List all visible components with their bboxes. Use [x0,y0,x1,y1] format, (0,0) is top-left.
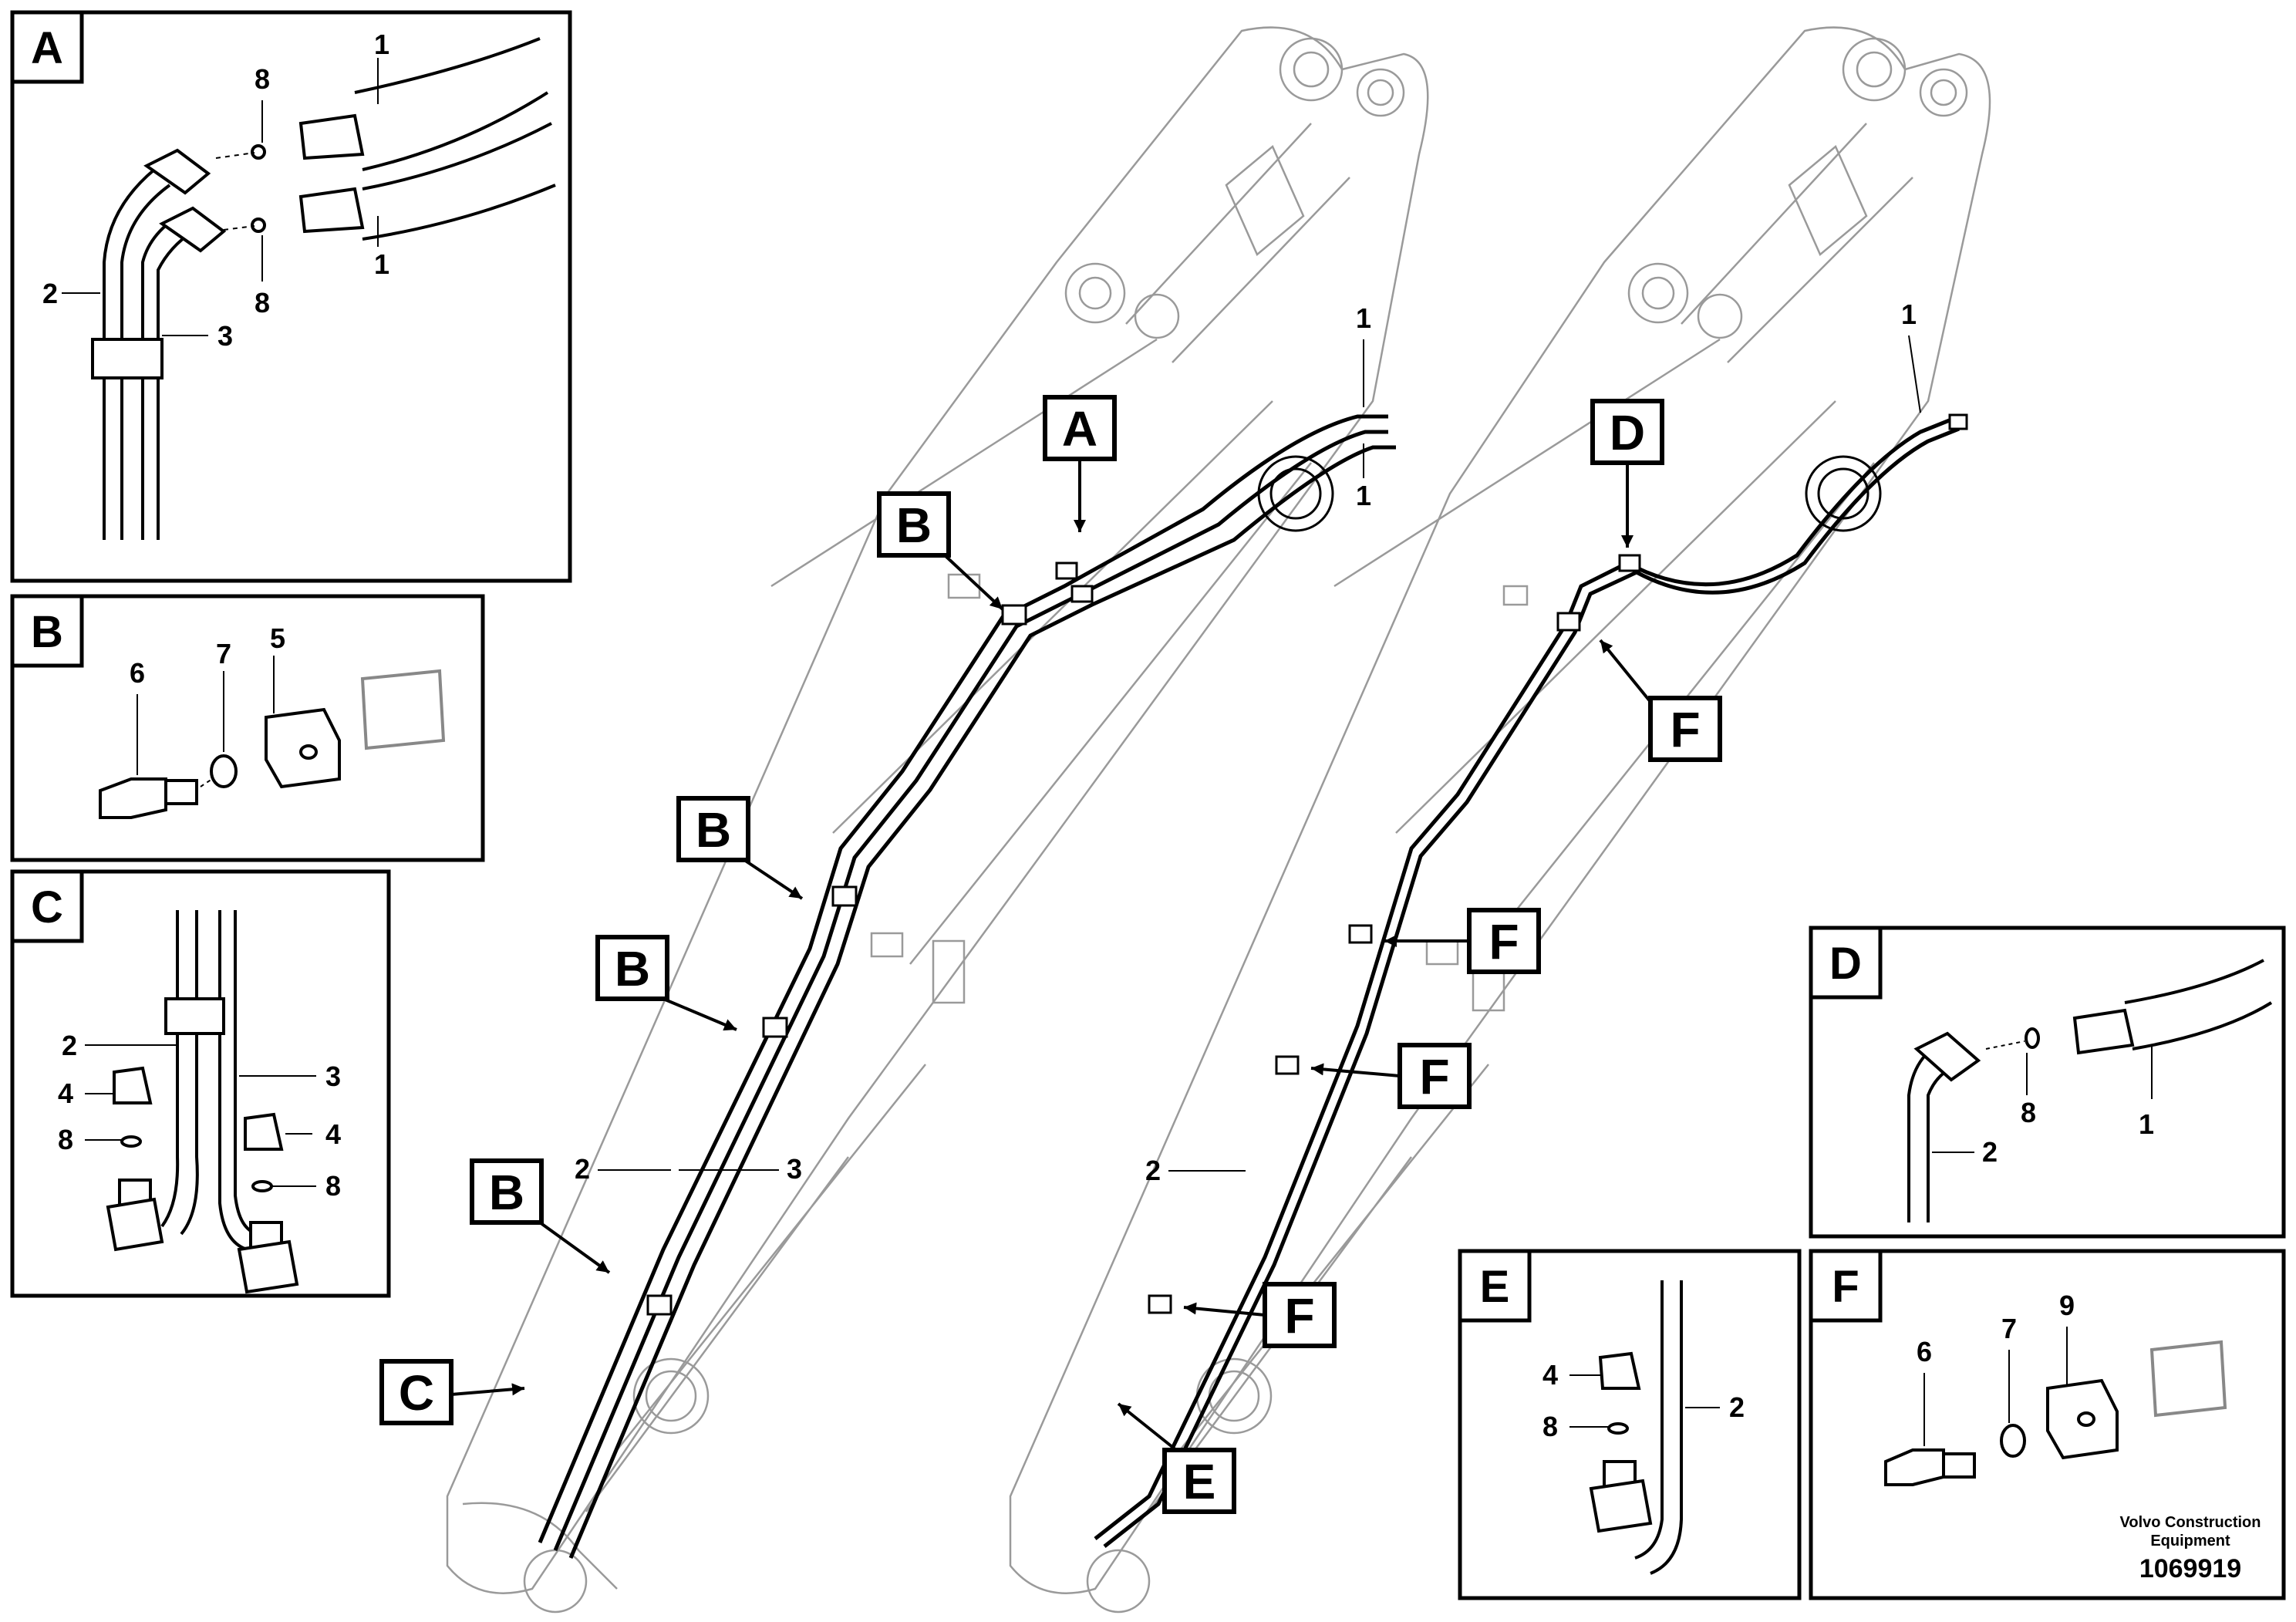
clamp [1001,604,1027,626]
detail-panel-b: B 6 7 5 [10,594,485,862]
brand-line-1: Volvo Construction [2120,1514,2261,1531]
left-arm [446,26,1429,1614]
clamp [646,1294,673,1316]
callout-box-a [1043,395,1117,461]
callout-f4-label: F [1284,1288,1314,1344]
callout-b4-label: B [489,1165,524,1220]
detail-panel-a: A 1 1 8 8 [10,10,572,583]
callout-f2-label: F [1489,914,1519,969]
panel-c-label-8b: 8 [325,1170,341,1202]
detail-panel-f: F 6 7 9 Volvo Construction Equipment 106… [1809,1249,2286,1600]
panel-a-label-3: 3 [217,320,233,352]
callout-f3-label: F [1419,1049,1449,1104]
detail-panel-c: C 2 3 4 4 8 8 [10,869,391,1298]
left-arm-clamps [646,561,1094,1316]
panel-f-label-6: 6 [1917,1336,1932,1367]
panel-a-label-1a: 1 [374,29,389,60]
callout-c-label: C [399,1365,434,1421]
document-number: 1069919 [2139,1554,2241,1583]
callout-b1-label: B [896,497,932,553]
panel-b-letter: B [31,607,63,657]
panel-b-label-7: 7 [216,638,231,669]
left-arm-callouts: A B B B B C 1 1 2 3 [379,302,1371,1425]
callout-f1-label: F [1670,702,1700,757]
callout-box-b1 [877,491,951,558]
panel-f-label-9: 9 [2059,1290,2075,1321]
callout-box-c [379,1359,453,1425]
left-arm-outline [446,26,1429,1614]
panel-c-letter: C [31,882,63,932]
callout-box-b4 [470,1158,544,1225]
panel-d-label-1: 1 [2139,1108,2154,1140]
panel-e-label-4: 4 [1542,1359,1558,1391]
panel-c-label-4b: 4 [325,1118,341,1150]
panel-c-label-4a: 4 [58,1077,73,1109]
left-arm-label-3: 3 [787,1153,802,1185]
panel-d-label-8: 8 [2021,1097,2036,1128]
panel-c-label-8a: 8 [58,1124,73,1155]
panel-d-letter: D [1829,939,1862,989]
panel-a-letter: A [31,23,63,73]
panel-e-label-8: 8 [1542,1411,1558,1442]
left-arm-label-1b: 1 [1356,480,1371,511]
panel-f-letter: F [1832,1262,1859,1312]
brand-line-2: Equipment [2150,1533,2230,1549]
clamp [1070,585,1094,603]
left-arm-label-1a: 1 [1356,302,1371,334]
right-arm-pipe [1094,414,1960,1548]
callout-b2-label: B [696,802,731,858]
callout-box-f1 [1648,696,1722,762]
callout-box-d [1590,399,1664,465]
callout-box-e [1162,1448,1236,1514]
panel-a-label-8b: 8 [255,287,270,319]
clamp [831,885,858,907]
panel-b-label-5: 5 [270,622,285,654]
clamp [1948,413,1968,430]
panel-e-label-2: 2 [1729,1391,1745,1423]
left-arm-label-2: 2 [575,1153,590,1185]
callout-d-label: D [1610,405,1645,460]
clamp [1618,554,1641,572]
right-arm-clamps [1148,413,1968,1314]
panel-f-label-7: 7 [2001,1313,2017,1344]
callout-box-b3 [595,935,669,1001]
panel-e-letter: E [1480,1262,1510,1312]
panel-b-label-6: 6 [130,657,145,689]
panel-a-label-1b: 1 [374,248,389,280]
clamp [1556,612,1581,632]
right-arm-label-2: 2 [1145,1155,1161,1186]
clamp [1055,561,1078,580]
callout-e-label: E [1183,1454,1216,1509]
panel-a-label-2: 2 [42,278,58,309]
panel-c-label-3: 3 [325,1061,341,1092]
callout-a-label: A [1062,401,1097,457]
callout-box-b2 [676,796,750,862]
clamp [1148,1294,1172,1314]
detail-panel-e: E 4 8 2 [1458,1249,1802,1600]
right-arm-callouts: D F F F F E 1 2 [1117,298,1921,1514]
clamp [762,1017,788,1038]
right-arm-label-1: 1 [1901,298,1917,330]
panel-d-label-2: 2 [1982,1136,1998,1168]
callout-b3-label: B [615,941,650,996]
clamp [1275,1055,1300,1075]
panel-c-label-2: 2 [62,1030,77,1061]
detail-panel-d: D 8 1 2 [1809,926,2286,1239]
clamp [1348,924,1373,944]
panel-a-label-8a: 8 [255,63,270,95]
left-arm-pipes [538,414,1396,1559]
